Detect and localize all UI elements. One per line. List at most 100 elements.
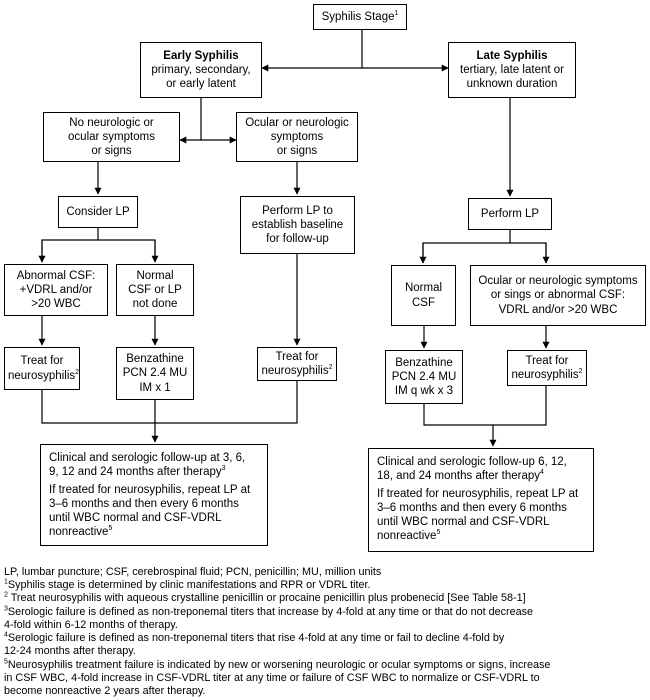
normal-csf-right-box: Normal CSF — [391, 265, 456, 326]
ocular-late-box: Ocular or neurologic symptoms or sings o… — [470, 265, 646, 326]
box-line: No neurologic or — [69, 116, 154, 129]
box-line: If treated for neurosyphilis, repeat LP … — [49, 484, 251, 497]
benzathine-box-1: Benzathine PCN 2.4 MU IM x 1 — [116, 347, 194, 400]
abnormal-csf-box: Abnormal CSF: +VDRL and/or >20 WBC — [4, 264, 108, 316]
box-line: Treat for — [275, 350, 319, 363]
box-line: nonreactive — [49, 526, 109, 539]
connector — [200, 98, 237, 144]
box-line: Benzathine — [395, 356, 453, 369]
box-line: neurosyphilis — [261, 365, 329, 377]
box-line: 3–6 months and then every 6 months — [377, 502, 567, 515]
footnote-number: 2 — [4, 591, 8, 599]
box-line: Perform LP — [480, 207, 540, 220]
box-line: Consider LP — [66, 205, 130, 218]
box-line: +VDRL and/or — [19, 283, 93, 296]
footnote-ref: 2 — [578, 368, 583, 376]
box-line: >20 WBC — [31, 298, 81, 310]
box-line: PCN 2.4 MU — [391, 370, 457, 383]
box-line: neurosyphilis — [8, 369, 76, 382]
box-line: until WBC normal and CSF-VDRL — [377, 516, 550, 529]
footnote-ref: 3 — [221, 465, 226, 473]
box-line: ocular symptoms — [68, 130, 155, 143]
footnote-text: Syphilis stage is determined by clinic m… — [7, 579, 371, 592]
footnote-number: 3 — [4, 605, 8, 613]
footnote-number: 4 — [4, 631, 8, 639]
footnote-number: 5 — [4, 657, 8, 665]
box-line: symptoms — [270, 130, 324, 143]
footnote-ref: 5 — [108, 525, 113, 533]
box-line: PCN 2.4 MU — [122, 367, 188, 380]
box-line: VDRL and/or >20 WBC — [498, 303, 618, 316]
benzathine-box-2: Benzathine PCN 2.4 MU IM q wk x 3 — [385, 350, 463, 404]
ocular-neuro-symptoms-box: Ocular or neurologic symptoms or signs — [236, 112, 358, 162]
box-line: CSF — [412, 296, 435, 309]
box-line: Normal — [404, 282, 443, 295]
footnote-ref: 1 — [394, 10, 399, 18]
perform-lp-baseline-box: Perform LP to establish baseline for fol… — [240, 196, 355, 254]
box-line: Clinical and serologic follow-up at 3, 6… — [49, 452, 246, 464]
treat-neurosyphilis-box-1: Treat for neurosyphilis2 — [4, 347, 80, 390]
early-syphilis-title: Early Syphilis — [163, 49, 239, 62]
box-line: Clinical and serologic follow-up 6, 12, — [377, 456, 567, 468]
box-line: Benzathine — [126, 353, 184, 366]
late-syphilis-line: unknown duration — [466, 78, 558, 90]
late-syphilis-title: Late Syphilis — [476, 49, 548, 62]
box-line: Treat for — [525, 354, 569, 367]
treat-neurosyphilis-box-2: Treat for neurosyphilis2 — [257, 347, 337, 381]
box-line: or signs — [276, 145, 318, 157]
followup-late-box: Clinical and serologic follow-up 6, 12, … — [368, 448, 594, 552]
normal-csf-left-box: Normal CSF or LP not done — [116, 264, 194, 316]
footnote-ref: 5 — [436, 529, 441, 537]
footnote-text: Serologic failure is defined as non-trep… — [7, 632, 505, 645]
box-line: IM x 1 — [139, 381, 171, 394]
box-line: If treated for neurosyphilis, repeat LP … — [377, 488, 579, 501]
abbreviations: LP, lumbar puncture; CSF, cerebrospinal … — [4, 566, 382, 578]
connector — [422, 242, 547, 263]
box-line: Abnormal CSF: — [16, 269, 96, 282]
box-line: or signs — [91, 145, 132, 157]
box-line: until WBC normal and CSF-VDRL — [49, 512, 222, 525]
box-line: or sings or abnormal CSF: — [490, 289, 626, 302]
footnote-text: Neurosyphilis treatment failure is indic… — [7, 658, 551, 671]
footnotes: LP, lumbar puncture; CSF, cerebrospinal … — [4, 566, 648, 698]
footnote-ref: 2 — [75, 368, 80, 376]
footnote-text: in CSF WBC, 4-fold increase in CSF-VDRL … — [4, 671, 540, 684]
followup-early-box: Clinical and serologic follow-up at 3, 6… — [40, 444, 268, 546]
box-line: 9, 12 and 24 months after therapy — [49, 466, 222, 479]
early-syphilis-line: primary, secondary, — [151, 63, 251, 76]
box-line: Treat for — [20, 355, 64, 368]
footnote-ref: 4 — [540, 469, 544, 477]
box-line: Ocular or neurologic symptoms — [478, 275, 638, 288]
footnote-text: become nonreactive 2 years after therapy… — [4, 684, 206, 697]
footnote-number: 1 — [4, 578, 8, 586]
box-line: IM q wk x 3 — [394, 385, 454, 397]
consider-lp-box: Consider LP — [58, 196, 138, 228]
box-line: neurosyphilis — [511, 369, 579, 381]
treat-neurosyphilis-box-3: Treat for neurosyphilis2 — [507, 350, 587, 386]
box-line: not done — [132, 298, 178, 310]
no-neuro-symptoms-box: No neurologic or ocular symptoms or sign… — [43, 112, 180, 162]
box-line: Normal — [136, 269, 174, 282]
late-syphilis-line: tertiary, late latent or — [460, 63, 564, 76]
box-line: nonreactive — [377, 530, 437, 543]
footnote-text: 12-24 months after therapy. — [4, 645, 136, 658]
box-line: 3–6 months and then every 6 months — [49, 498, 239, 511]
connector — [41, 239, 156, 262]
perform-lp-late-box: Perform LP — [468, 198, 552, 230]
footnote-text: Serologic failure is defined as non-trep… — [7, 605, 534, 618]
syphilis-stage-box: Syphilis Stage1 — [313, 4, 407, 30]
late-syphilis-box: Late Syphilis tertiary, late latent or u… — [448, 42, 576, 98]
connector — [41, 381, 298, 424]
box-line: Perform LP to — [262, 204, 333, 217]
footnote-ref: 2 — [328, 364, 333, 372]
box-line: CSF or LP — [128, 283, 182, 296]
box-line: 18, and 24 months after therapy — [377, 470, 541, 483]
box-line: for follow-up — [266, 233, 329, 245]
syphilis-stage-label: Syphilis Stage — [321, 10, 395, 23]
early-syphilis-line: or early latent — [166, 78, 236, 90]
footnote-text: Treat neurosyphilis with aqueous crystal… — [7, 592, 526, 605]
footnote-text: 4-fold within 6-12 months of therapy. — [4, 618, 178, 631]
flowchart-connectors — [38, 30, 550, 447]
box-line: Ocular or neurologic — [245, 116, 349, 129]
early-syphilis-box: Early Syphilis primary, secondary, or ea… — [140, 42, 262, 98]
